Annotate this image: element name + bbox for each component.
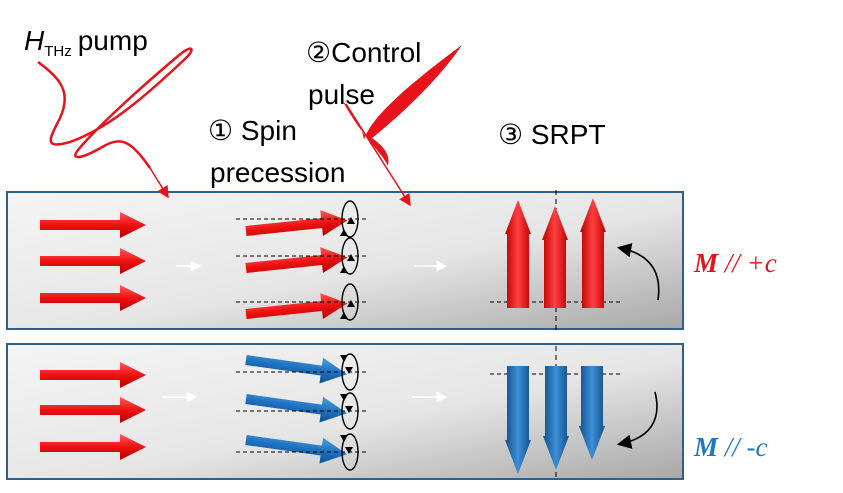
top-switched-spin-arrow-1 [505,200,531,308]
top-precessing-spin-arrow-1 [245,210,348,236]
bottom-switched-spin-arrow-1 [505,366,531,474]
bottom-precessing-spin-arrow-3 [245,435,348,464]
bottom-precession-marker-3 [345,447,353,454]
top-switched-spin-arrow-3 [580,198,606,308]
bottom-initial-spin-arrow-2 [40,397,146,423]
spin-label-line2: precession [210,157,345,188]
bottom-precession-marker-1 [345,367,353,374]
top-initial-spin-arrow-3 [40,285,146,311]
bottom-switched-spin-arrow-2 [543,366,569,470]
pump-pointer-arrow [149,167,169,199]
bottom-precessing-spin-arrow-1 [245,355,348,384]
bottom-precession-loop-3 [341,433,359,471]
top-initial-spin-arrow-1 [40,212,146,238]
m-minus-c-label: M // -c [693,432,768,462]
top-precession-marker2-2 [340,266,348,273]
top-precessing-spin-arrow-3 [245,293,348,319]
m-plus-c-label: M // +c [693,248,777,278]
thz-pump-pulse [37,47,193,169]
top-precession-loop-2 [341,237,359,275]
bottom-rotation-arrow [616,391,658,449]
top-switched-spin-arrow-2 [542,206,568,308]
top-precession-marker2-1 [340,229,348,236]
bottom-switched-spin-arrow-3 [579,366,605,460]
top-precession-marker-2 [347,254,355,261]
control-label-line1: ②Control [306,37,421,68]
bottom-precession-marker2-1 [340,355,348,362]
top-precession-marker2-3 [340,312,348,319]
control-label-line2: pulse [308,79,375,110]
bottom-precession-loop-1 [341,353,359,391]
top-precession-loop-3 [341,283,359,321]
bottom-initial-spin-arrow-3 [40,434,146,460]
top-precessing-spin-arrow-2 [245,247,348,273]
srpt-label: ③ SRPT [498,119,606,150]
top-rotation-arrow [616,243,660,301]
bottom-precession-marker2-3 [340,435,348,442]
bottom-precession-marker2-2 [340,394,348,401]
top-precession-marker-1 [347,217,355,224]
top-precession-loop-1 [341,200,359,238]
top-initial-spin-arrow-2 [40,248,146,274]
bottom-precession-loop-2 [341,392,359,430]
control-pulse [342,45,462,166]
control-pointer-arrow [345,103,411,207]
bottom-precessing-spin-arrow-2 [245,394,348,423]
spin-label-line1: ① Spin [208,115,297,146]
bottom-initial-spin-arrow-1 [40,362,146,388]
bottom-precession-marker-2 [345,406,353,413]
top-precession-marker-3 [347,300,355,307]
